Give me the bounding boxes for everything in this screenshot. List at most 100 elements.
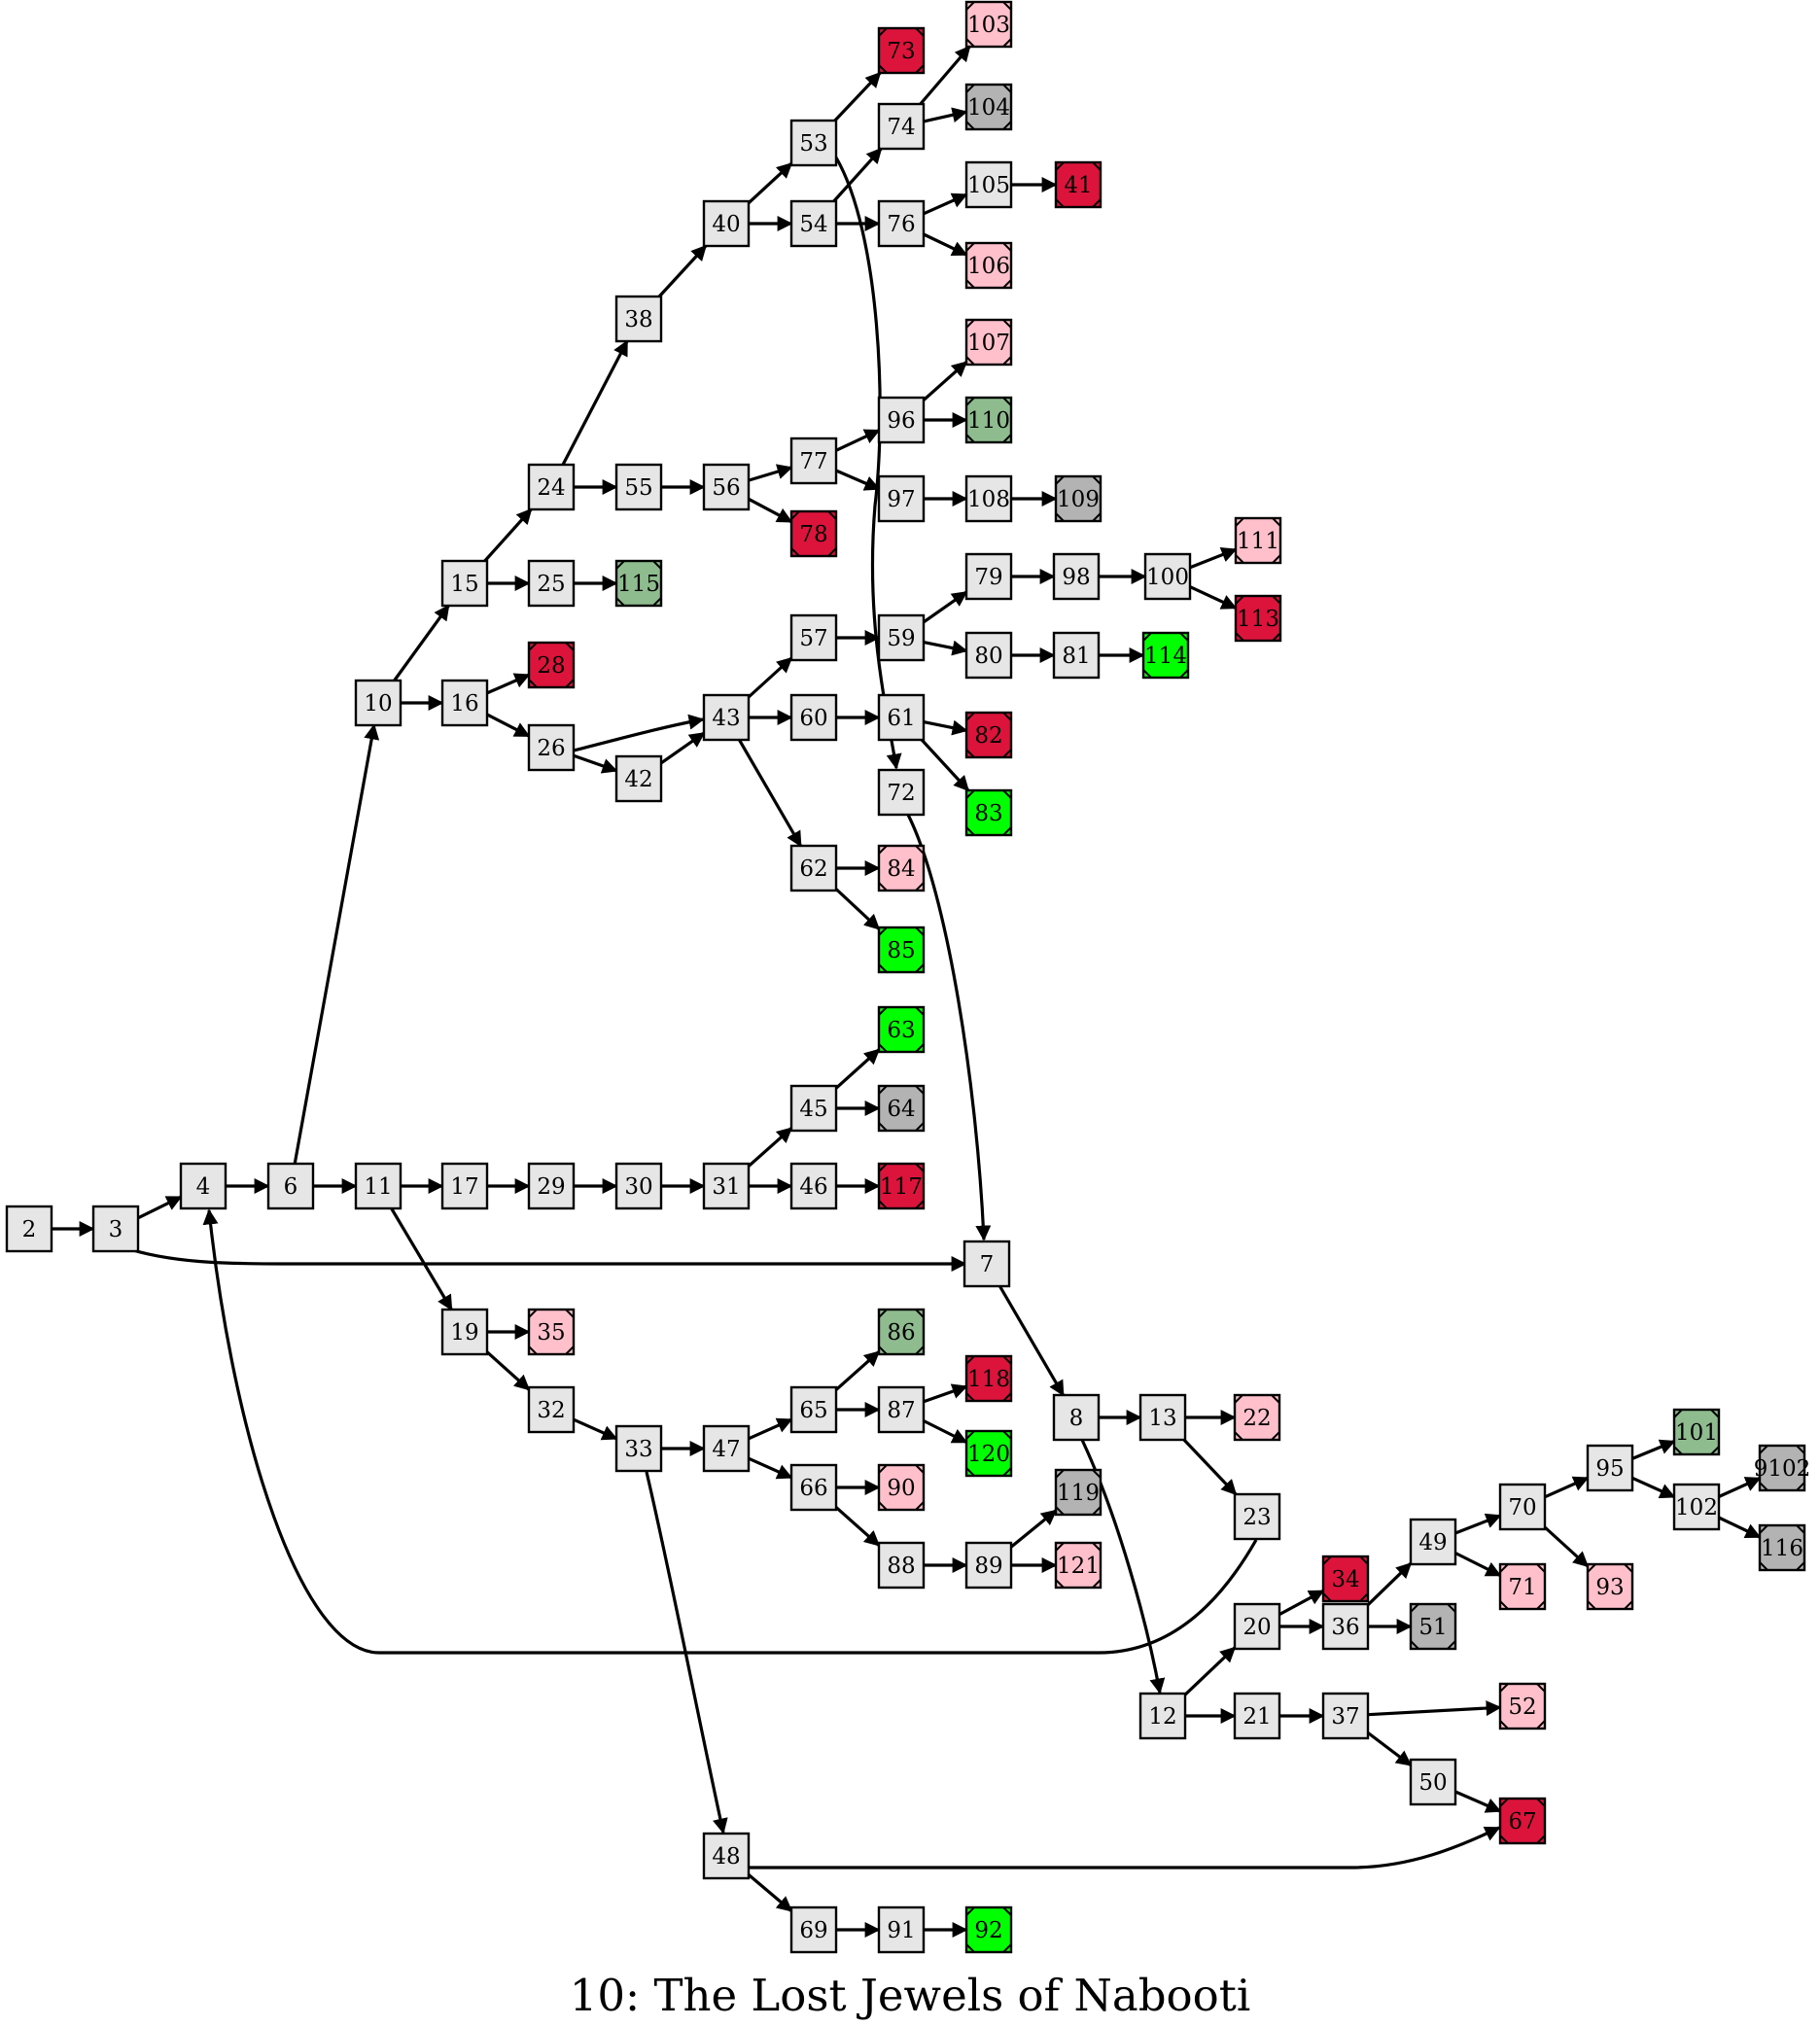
node-55[interactable]: 55 [614, 463, 663, 511]
node-8[interactable]: 8 [1052, 1393, 1101, 1442]
node-11[interactable]: 11 [354, 1162, 402, 1210]
node-100[interactable]: 100 [1143, 552, 1192, 601]
node-59[interactable]: 59 [877, 613, 926, 662]
node-46[interactable]: 46 [789, 1162, 838, 1210]
node-30[interactable]: 30 [614, 1162, 663, 1210]
node-86[interactable]: 86 [877, 1308, 926, 1356]
node-95[interactable]: 95 [1586, 1444, 1634, 1492]
node-119[interactable]: 119 [1054, 1468, 1102, 1517]
node-70[interactable]: 70 [1498, 1483, 1547, 1531]
node-24[interactable]: 24 [527, 463, 576, 511]
node-72[interactable]: 72 [877, 768, 926, 817]
node-52[interactable]: 52 [1498, 1682, 1547, 1730]
node-57[interactable]: 57 [789, 613, 838, 662]
node-16[interactable]: 16 [440, 679, 489, 727]
node-23[interactable]: 23 [1233, 1492, 1281, 1541]
node-80[interactable]: 80 [964, 631, 1013, 680]
node-102[interactable]: 102 [1672, 1483, 1721, 1531]
node-65[interactable]: 65 [789, 1385, 838, 1434]
node-56[interactable]: 56 [702, 463, 751, 511]
node-117[interactable]: 117 [877, 1162, 926, 1210]
node-66[interactable]: 66 [789, 1463, 838, 1512]
node-108[interactable]: 108 [964, 474, 1013, 523]
node-121[interactable]: 121 [1054, 1541, 1102, 1590]
node-93[interactable]: 93 [1586, 1562, 1634, 1611]
node-20[interactable]: 20 [1233, 1602, 1281, 1651]
node-78[interactable]: 78 [789, 509, 838, 558]
node-19[interactable]: 19 [440, 1308, 489, 1356]
node-67[interactable]: 67 [1498, 1797, 1547, 1845]
node-118[interactable]: 118 [964, 1354, 1013, 1403]
node-37[interactable]: 37 [1321, 1692, 1370, 1740]
node-10[interactable]: 10 [354, 679, 402, 727]
node-87[interactable]: 87 [877, 1385, 926, 1434]
node-106[interactable]: 106 [964, 241, 1013, 290]
node-51[interactable]: 51 [1409, 1602, 1457, 1651]
node-115[interactable]: 115 [614, 559, 663, 608]
node-81[interactable]: 81 [1052, 631, 1101, 680]
node-40[interactable]: 40 [702, 199, 751, 248]
node-97[interactable]: 97 [877, 474, 926, 523]
node-2[interactable]: 2 [5, 1205, 53, 1253]
node-103[interactable]: 103 [964, 0, 1013, 49]
node-84[interactable]: 84 [877, 844, 926, 892]
node-29[interactable]: 29 [527, 1162, 576, 1210]
node-92[interactable]: 92 [964, 1905, 1013, 1954]
node-90[interactable]: 90 [877, 1463, 926, 1512]
node-48[interactable]: 48 [702, 1832, 751, 1880]
node-61[interactable]: 61 [877, 693, 926, 742]
node-15[interactable]: 15 [440, 559, 489, 608]
node-43[interactable]: 43 [702, 693, 751, 742]
node-42[interactable]: 42 [614, 754, 663, 803]
node-13[interactable]: 13 [1138, 1393, 1187, 1442]
node-12[interactable]: 12 [1138, 1692, 1187, 1740]
node-60[interactable]: 60 [789, 693, 838, 742]
node-82[interactable]: 82 [964, 711, 1013, 759]
node-4[interactable]: 4 [179, 1162, 228, 1210]
node-85[interactable]: 85 [877, 926, 926, 974]
node-107[interactable]: 107 [964, 318, 1013, 367]
node-9102[interactable]: 9102 [1754, 1444, 1811, 1492]
node-76[interactable]: 76 [877, 199, 926, 248]
node-116[interactable]: 116 [1758, 1523, 1806, 1572]
node-63[interactable]: 63 [877, 1005, 926, 1054]
node-33[interactable]: 33 [614, 1424, 663, 1473]
node-91[interactable]: 91 [877, 1905, 926, 1954]
node-28[interactable]: 28 [527, 641, 576, 689]
node-69[interactable]: 69 [789, 1905, 838, 1954]
node-35[interactable]: 35 [527, 1308, 576, 1356]
node-6[interactable]: 6 [266, 1162, 315, 1210]
node-32[interactable]: 32 [527, 1385, 576, 1434]
node-74[interactable]: 74 [877, 102, 926, 151]
node-71[interactable]: 71 [1498, 1562, 1547, 1611]
node-22[interactable]: 22 [1233, 1393, 1281, 1442]
node-105[interactable]: 105 [964, 160, 1013, 209]
node-25[interactable]: 25 [527, 559, 576, 608]
node-110[interactable]: 110 [964, 396, 1013, 444]
node-114[interactable]: 114 [1141, 631, 1190, 680]
node-26[interactable]: 26 [527, 723, 576, 772]
node-3[interactable]: 3 [91, 1205, 140, 1253]
node-34[interactable]: 34 [1321, 1555, 1370, 1603]
node-7[interactable]: 7 [962, 1240, 1011, 1288]
node-73[interactable]: 73 [877, 26, 926, 75]
node-88[interactable]: 88 [877, 1541, 926, 1590]
node-36[interactable]: 36 [1321, 1602, 1370, 1651]
node-54[interactable]: 54 [789, 199, 838, 248]
node-38[interactable]: 38 [614, 295, 663, 343]
node-53[interactable]: 53 [789, 119, 838, 167]
node-50[interactable]: 50 [1409, 1758, 1457, 1806]
node-47[interactable]: 47 [702, 1424, 751, 1473]
node-89[interactable]: 89 [964, 1541, 1013, 1590]
node-64[interactable]: 64 [877, 1084, 926, 1133]
node-49[interactable]: 49 [1409, 1518, 1457, 1566]
node-21[interactable]: 21 [1233, 1692, 1281, 1740]
node-98[interactable]: 98 [1052, 552, 1101, 601]
node-62[interactable]: 62 [789, 844, 838, 892]
node-104[interactable]: 104 [964, 83, 1013, 131]
node-45[interactable]: 45 [789, 1084, 838, 1133]
node-101[interactable]: 101 [1672, 1408, 1721, 1456]
node-111[interactable]: 111 [1234, 516, 1282, 565]
node-31[interactable]: 31 [702, 1162, 751, 1210]
node-109[interactable]: 109 [1054, 474, 1102, 523]
